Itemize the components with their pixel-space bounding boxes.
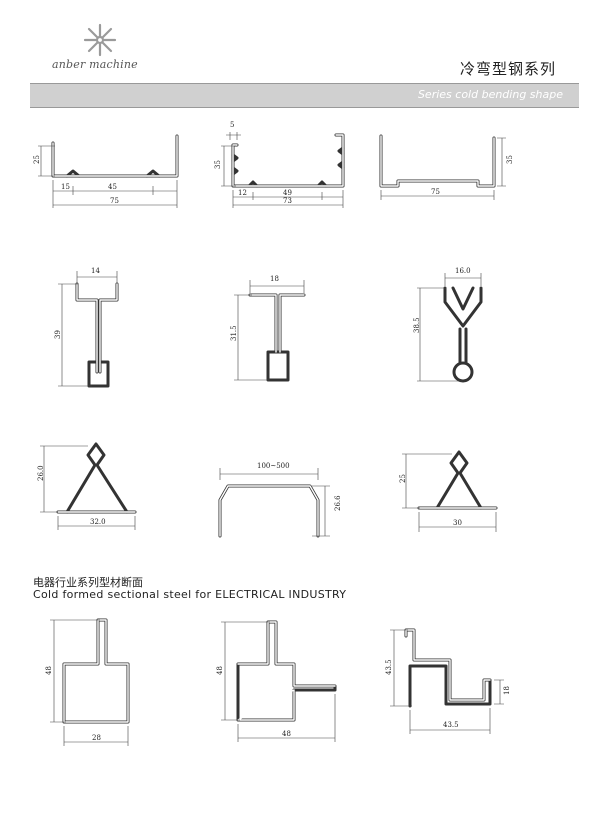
dim-text: 45	[108, 183, 117, 191]
banner-text: Series cold bending shape	[417, 88, 563, 101]
dim-text: 48	[216, 666, 224, 675]
profile-bulb-truss-2: 25 30	[399, 450, 498, 532]
page-title: 冷弯型钢系列	[459, 60, 556, 78]
dim-text: 48	[282, 730, 291, 738]
dim-text: 25	[33, 155, 41, 164]
section-title-cn: 电器行业系列型材断面	[33, 576, 143, 589]
dim-text: 73	[283, 197, 292, 205]
profile-wide-hat: 100~500 26.6	[218, 462, 342, 538]
dim-text: 5	[230, 121, 234, 129]
profile-stepped-channel: 43.5 18 43.5	[385, 628, 511, 734]
dim-text: 16.0	[455, 267, 471, 275]
dim-text: 43.5	[385, 659, 393, 675]
dim-text: 28	[92, 734, 101, 742]
dim-text: 32.0	[90, 518, 106, 526]
dim-text: 30	[453, 519, 462, 527]
profile-square-lip: 48 28	[45, 618, 130, 746]
dim-text: 35	[214, 160, 222, 169]
profile-hat-channel: 35 75	[379, 134, 514, 200]
profile-t-hanger-1: 14 39	[54, 267, 119, 388]
dim-text: 39	[54, 330, 62, 339]
dim-text: 26.6	[334, 495, 342, 511]
dim-text: 14	[91, 267, 100, 275]
dim-text: 15	[61, 183, 70, 191]
banner: Series cold bending shape	[30, 83, 579, 108]
dim-text: 25	[399, 474, 407, 483]
dim-text: 26.0	[37, 465, 45, 481]
dim-text: 38.5	[413, 317, 421, 333]
profile-v-hanger: 16.0 38.5	[413, 267, 483, 383]
section-title-en: Cold formed sectional steel for ELECTRIC…	[33, 588, 347, 601]
profile-c-stud: 5 35 12 49 73	[214, 121, 345, 208]
profile-square-double-lip: 48 48	[216, 620, 337, 742]
dim-text: 31.5	[230, 325, 238, 341]
profile-t-hanger-2: 18 31.5	[230, 275, 306, 382]
dim-text: 75	[110, 197, 119, 205]
anber-logo-icon	[83, 23, 117, 57]
dim-text: 48	[45, 666, 53, 675]
dim-text: 35	[506, 155, 514, 164]
dim-text: 18	[270, 275, 279, 283]
dim-text: 75	[431, 188, 440, 196]
dim-text: 18	[503, 686, 511, 695]
brand-name: anber machine	[52, 58, 138, 71]
profile-bulb-truss-1: 26.0 32.0	[37, 442, 137, 530]
dim-text: 49	[283, 189, 292, 197]
dim-text: 100~500	[257, 462, 290, 470]
dim-text: 12	[238, 189, 247, 197]
dim-text: 43.5	[443, 721, 459, 729]
profile-u-channel: 25 15 45 75	[33, 134, 179, 208]
